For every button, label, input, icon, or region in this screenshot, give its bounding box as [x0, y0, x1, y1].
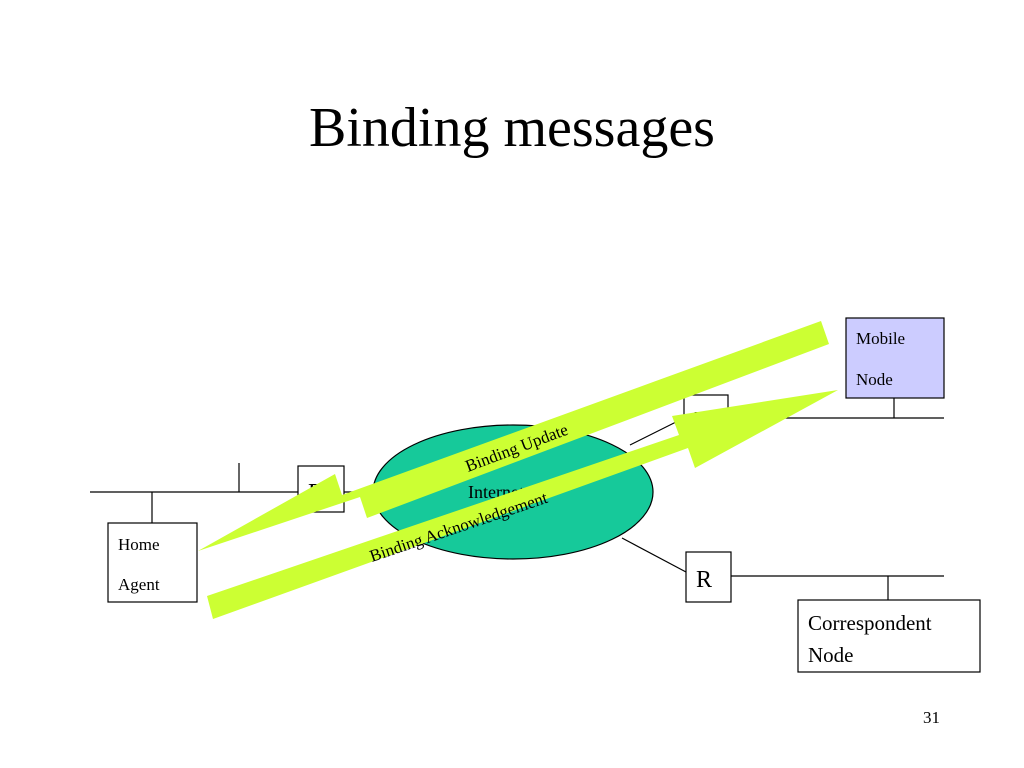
router-bottom-label: R [696, 567, 712, 593]
mobile-node-label-line2: Node [856, 370, 893, 389]
mobile-node-box [845, 317, 945, 399]
slide-number: 31 [923, 708, 940, 727]
binding-update-arrow [198, 321, 829, 551]
binding-ack-arrow [207, 390, 838, 619]
correspondent-node-label-line1: Correspondent [808, 611, 932, 635]
correspondent-node-label-line2: Node [808, 643, 854, 667]
mobile-node-label-line1: Mobile [856, 329, 905, 348]
home-agent-label-line1: Home [118, 535, 160, 554]
home-agent-box [107, 522, 198, 603]
slide-title: Binding messages [309, 97, 715, 159]
home-agent-label-line2: Agent [118, 575, 160, 594]
correspondent-node-box [797, 599, 981, 673]
internet-to-router-bottom [621, 537, 687, 573]
router-bottom [685, 551, 732, 603]
